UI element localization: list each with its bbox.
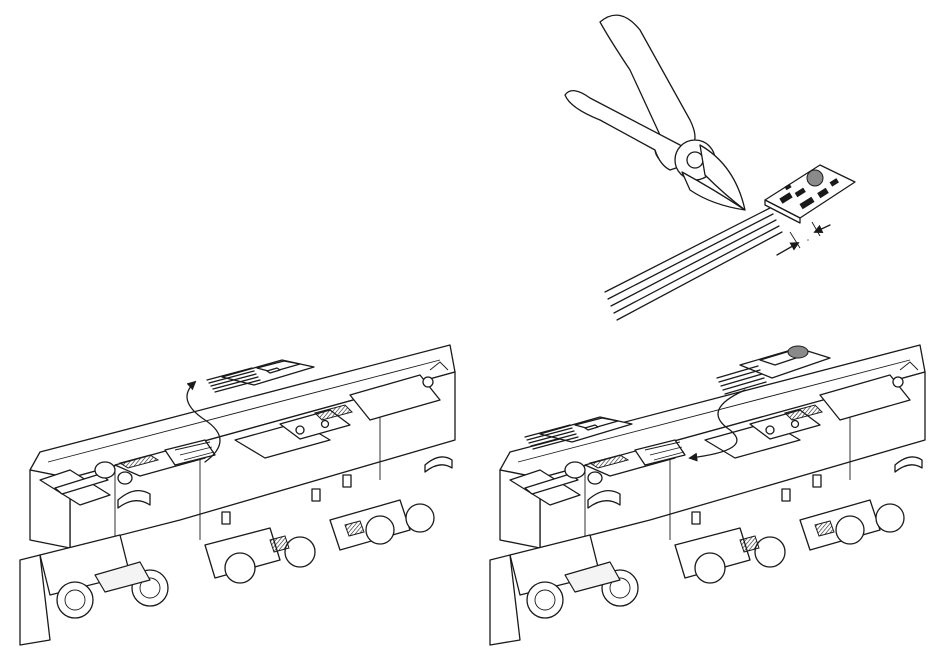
panel-insert-decoder <box>490 345 925 645</box>
locomotive-chassis-icon <box>490 345 925 645</box>
panel-cutting-wires <box>565 15 855 320</box>
decoder-board-icon <box>765 165 855 223</box>
side-cutter-pliers-icon <box>565 15 745 210</box>
decoder-wires <box>605 208 782 320</box>
cut-length-arrows <box>777 222 830 255</box>
panel-remove-plug <box>20 345 455 645</box>
locomotive-chassis-icon <box>20 345 455 645</box>
